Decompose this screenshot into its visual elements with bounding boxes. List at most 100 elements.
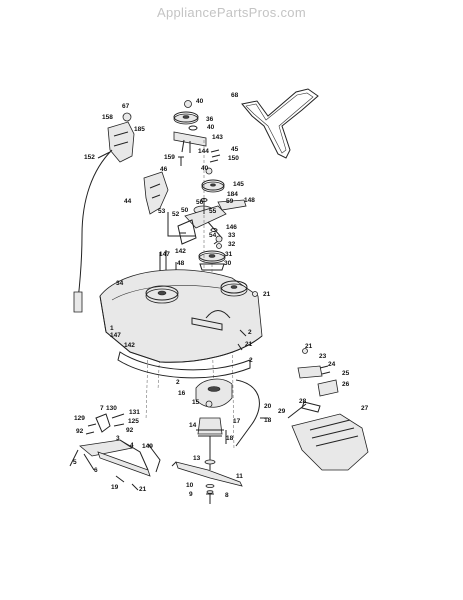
drive-belt <box>241 88 319 159</box>
callout-33: 33 <box>228 232 236 239</box>
callout-25: 25 <box>342 370 350 377</box>
deck-hanger-left <box>69 413 149 471</box>
deck-lift-cable-assembly <box>73 112 135 313</box>
callout-10: 10 <box>186 482 194 489</box>
discharge-chute-assembly <box>287 348 369 471</box>
callout-24: 24 <box>328 361 336 368</box>
callout-19: 19 <box>111 484 119 491</box>
idler-pulley-145 <box>201 167 225 193</box>
callout-55: 55 <box>209 208 217 215</box>
callout-7: 7 <box>100 405 104 412</box>
deck-baffle <box>195 378 233 408</box>
callout-149: 149 <box>142 443 153 450</box>
blade-spindle-assembly <box>196 400 224 470</box>
callout-68: 68 <box>231 92 239 99</box>
deck-spindles <box>145 280 248 331</box>
bolts-and-clips-upper <box>178 149 221 166</box>
callout-130: 130 <box>106 405 117 412</box>
callout-5: 5 <box>73 459 77 466</box>
callout-32: 32 <box>228 241 236 248</box>
callout-6: 6 <box>94 467 98 474</box>
callout-146: 146 <box>226 224 237 231</box>
callout-2: 2 <box>249 357 253 364</box>
callout-184: 184 <box>227 191 238 198</box>
callout-1: 1 <box>110 325 114 332</box>
callout-46: 46 <box>160 166 168 173</box>
callout-4: 4 <box>130 442 134 449</box>
callout-44: 44 <box>124 198 132 205</box>
mower-blade <box>171 461 243 487</box>
callout-131: 131 <box>129 409 140 416</box>
callout-185: 185 <box>134 126 145 133</box>
callout-125: 125 <box>128 418 139 425</box>
callout-40: 40 <box>201 165 209 172</box>
callout-92: 92 <box>126 427 134 434</box>
callout-20: 20 <box>264 403 272 410</box>
callout-27: 27 <box>361 405 369 412</box>
belt-guide-bracket <box>143 171 169 215</box>
callout-142: 142 <box>124 342 135 349</box>
deck-right-hardware <box>237 291 258 351</box>
callout-2: 2 <box>176 379 180 386</box>
callout-21: 21 <box>263 291 271 298</box>
callout-144: 144 <box>198 148 209 155</box>
callout-92: 92 <box>76 428 84 435</box>
callout-36: 36 <box>206 116 214 123</box>
callout-150: 150 <box>228 155 239 162</box>
callout-3: 3 <box>116 435 120 442</box>
callout-142: 142 <box>175 248 186 255</box>
callout-53: 53 <box>158 208 166 215</box>
callout-40: 40 <box>196 98 204 105</box>
callout-9: 9 <box>189 491 193 498</box>
callout-29: 29 <box>278 408 286 415</box>
callout-143: 143 <box>212 134 223 141</box>
mower-deck-shell <box>99 269 263 379</box>
callout-21: 21 <box>139 486 147 493</box>
front-link-assembly <box>97 443 161 491</box>
callout-17: 17 <box>233 418 241 425</box>
callout-18: 18 <box>226 435 234 442</box>
callout-21: 21 <box>245 341 253 348</box>
callout-2: 2 <box>248 329 252 336</box>
callout-52: 52 <box>172 211 180 218</box>
callout-56: 56 <box>196 199 204 206</box>
callout-11: 11 <box>236 473 243 480</box>
watermark-text: AppliancePartsPros.com <box>157 5 306 20</box>
callout-31: 31 <box>225 251 233 258</box>
callout-147: 147 <box>159 251 170 258</box>
deflector-rod <box>225 379 268 447</box>
callout-40: 40 <box>207 124 215 131</box>
callout-45: 45 <box>231 146 239 153</box>
callout-34: 34 <box>116 280 124 287</box>
callout-48: 48 <box>177 260 185 267</box>
callout-28: 28 <box>299 398 307 405</box>
callout-67: 67 <box>122 103 130 110</box>
callout-152: 152 <box>84 154 95 161</box>
callout-30: 30 <box>224 260 232 267</box>
callout-18: 18 <box>264 417 272 424</box>
callout-159: 159 <box>164 154 175 161</box>
callout-21: 21 <box>305 343 313 350</box>
callout-158: 158 <box>102 114 113 121</box>
callout-14: 14 <box>189 422 197 429</box>
callout-13: 13 <box>193 455 201 462</box>
callout-59: 59 <box>226 198 234 205</box>
callout-8: 8 <box>225 492 229 499</box>
callout-129: 129 <box>74 415 85 422</box>
callout-148: 148 <box>244 197 255 204</box>
callout-147: 147 <box>110 332 121 339</box>
callout-50: 50 <box>181 207 189 214</box>
center-pulley-stack <box>198 235 226 271</box>
idler-arm-assembly <box>167 198 247 245</box>
callout-23: 23 <box>319 353 327 360</box>
blade-hardware <box>205 483 215 504</box>
callout-54: 54 <box>209 232 217 239</box>
callout-26: 26 <box>342 381 350 388</box>
callout-16: 16 <box>178 390 186 397</box>
idler-pulley-upper <box>173 100 207 153</box>
callout-15: 15 <box>192 399 200 406</box>
callout-145: 145 <box>233 181 244 188</box>
